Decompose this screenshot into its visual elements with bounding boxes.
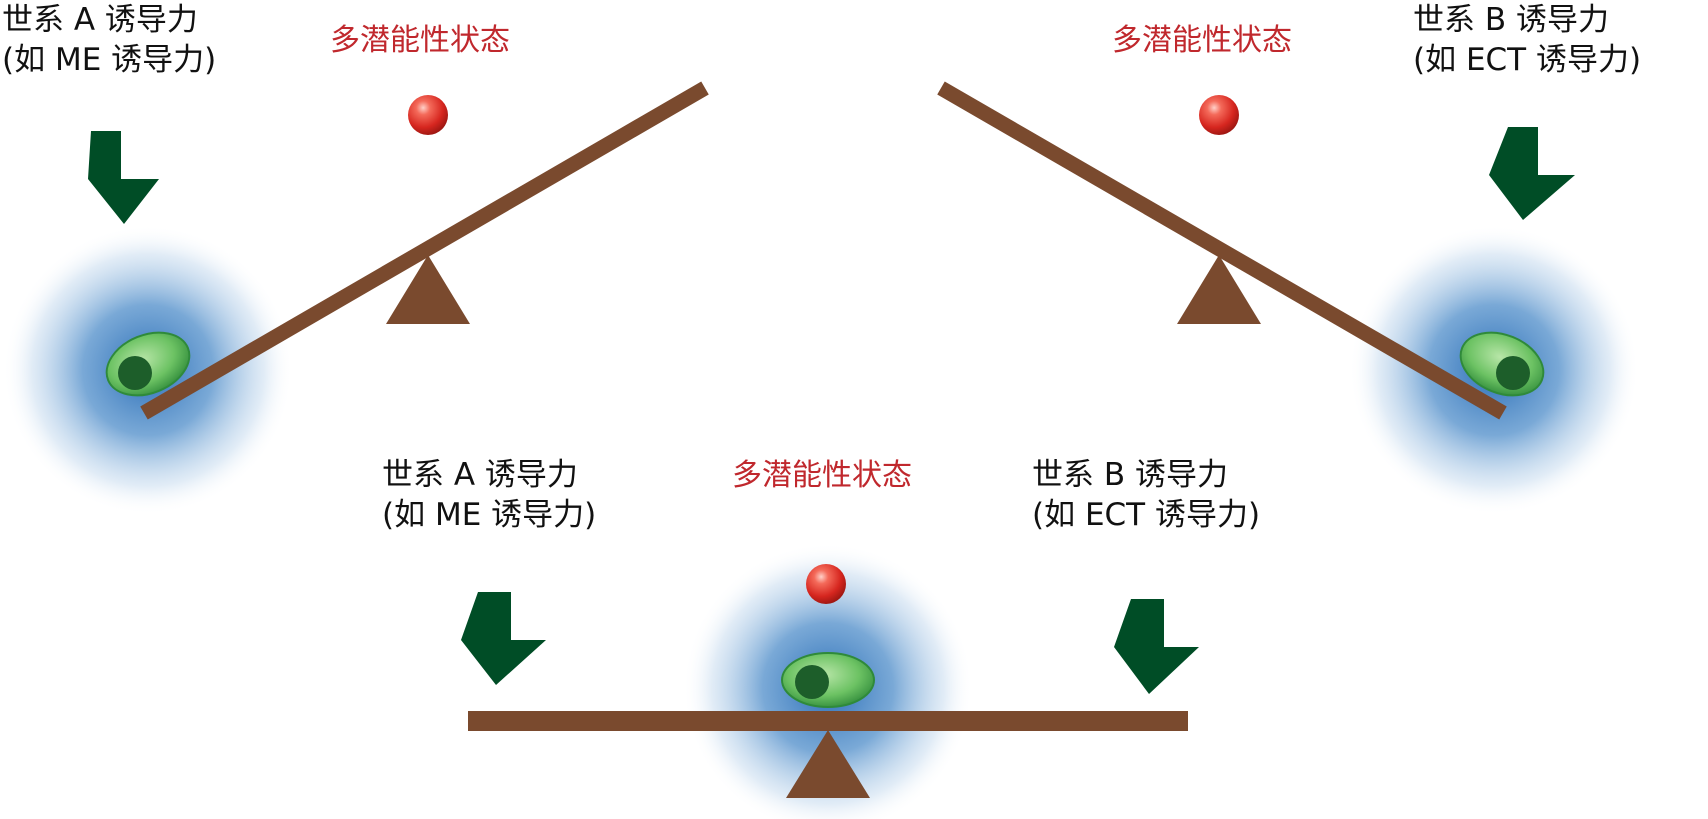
seesaw-beam xyxy=(468,711,1188,731)
down-arrow-icon xyxy=(1489,127,1575,220)
label-force-a-line1: 世系 A 诱导力 xyxy=(2,2,198,38)
label-pluripotent-state: 多潜能性状态 xyxy=(732,458,912,493)
label-force-a-line1: 世系 A 诱导力 xyxy=(382,457,578,493)
ball-icon xyxy=(1199,95,1239,135)
label-force-b-line1: 世系 B 诱导力 xyxy=(1032,457,1228,493)
down-arrow-icon xyxy=(461,592,546,685)
label-force-a-line2: (如 ME 诱导力) xyxy=(2,42,216,78)
cell-icon xyxy=(1459,331,1545,397)
seesaw-beam xyxy=(937,81,1507,420)
label-pluripotent-state: 多潜能性状态 xyxy=(330,23,510,58)
label-force-b-line2: (如 ECT 诱导力) xyxy=(1413,42,1641,78)
label-force-a-line2: (如 ME 诱导力) xyxy=(382,497,596,533)
ball-icon xyxy=(806,564,846,604)
down-arrow-icon xyxy=(1114,599,1199,694)
panel-right: 多潜能性状态 世系 B 诱导力 (如 ECT 诱导力) xyxy=(937,2,1641,515)
fulcrum-icon xyxy=(386,255,470,324)
nucleus xyxy=(118,356,152,390)
label-force-b-line2: (如 ECT 诱导力) xyxy=(1032,497,1260,533)
fulcrum-icon xyxy=(1177,255,1261,324)
ball-icon xyxy=(408,95,448,135)
seesaw-beam xyxy=(140,81,709,420)
down-arrow-icon xyxy=(88,131,159,224)
nucleus xyxy=(795,665,829,699)
fulcrum-icon xyxy=(786,730,870,798)
cell-icon xyxy=(105,331,191,397)
label-force-b-line1: 世系 B 诱导力 xyxy=(1413,2,1609,38)
nucleus xyxy=(1496,356,1530,390)
panel-bottom: 世系 A 诱导力 (如 ME 诱导力) 多潜能性状态 世系 B 诱导力 (如 E… xyxy=(382,457,1260,819)
cell-icon xyxy=(781,652,875,708)
label-pluripotent-state: 多潜能性状态 xyxy=(1112,23,1292,58)
panel-left: 世系 A 诱导力 (如 ME 诱导力) 多潜能性状态 xyxy=(2,2,709,515)
